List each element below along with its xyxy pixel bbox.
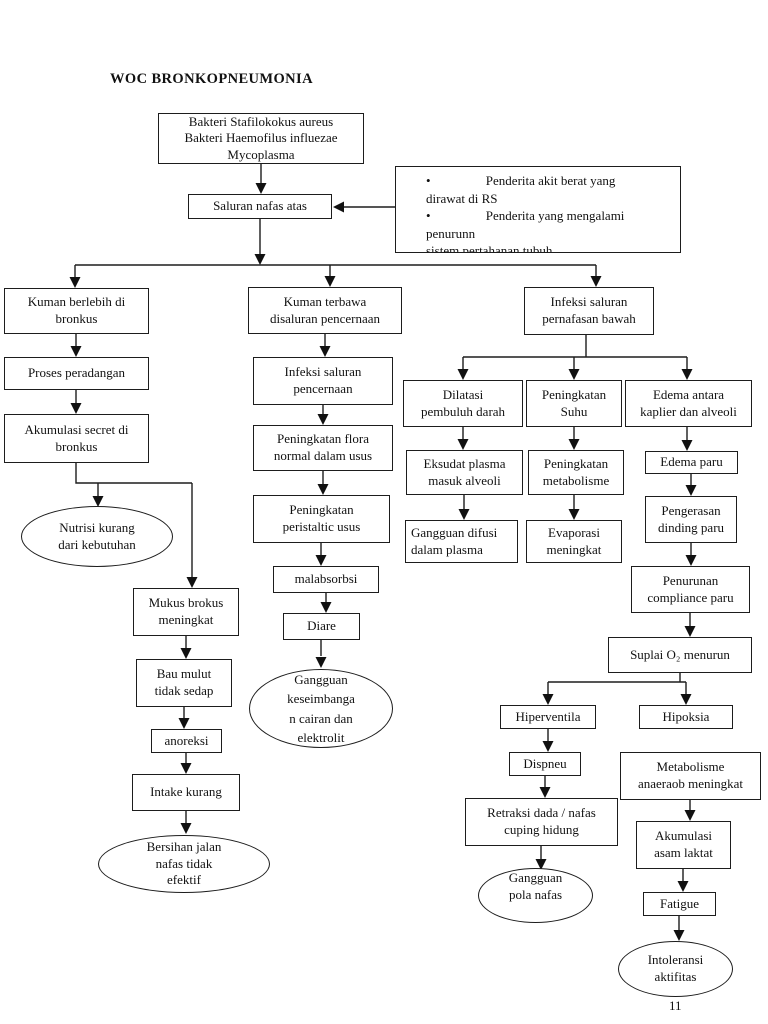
node-intoleransi-aktifitas: Intoleransi aktifitas bbox=[618, 941, 733, 997]
node-nutrisi-kurang: Nutrisi kurang dari kebutuhan bbox=[21, 506, 173, 567]
node-akumulasi-asam-laktat: Akumulasi asam laktat bbox=[636, 821, 731, 869]
gangguan-pola-nafas-label: Gangguan pola nafas bbox=[508, 869, 563, 902]
node-intake-kurang: Intake kurang bbox=[132, 774, 240, 811]
node-malabsorbsi: malabsorbsi bbox=[273, 566, 379, 593]
node-hipoksia: Hipoksia bbox=[639, 705, 733, 729]
node-peningkatan-metabolisme: Peningkatan metabolisme bbox=[528, 450, 624, 495]
node-bakteri: Bakteri Stafilokokus aureus Bakteri Haem… bbox=[158, 113, 364, 164]
node-evaporasi: Evaporasi meningkat bbox=[526, 520, 622, 563]
node-mukus-brokus: Mukus brokus meningkat bbox=[133, 588, 239, 636]
node-diare: Diare bbox=[283, 613, 360, 640]
node-peningkatan-suhu: Peningkatan Suhu bbox=[526, 380, 622, 427]
node-eksudat-plasma: Eksudat plasma masuk alveoli bbox=[406, 450, 523, 495]
node-dilatasi: Dilatasi pembuluh darah bbox=[403, 380, 523, 427]
node-gangguan-keseimbangan: Gangguan keseimbanga n cairan dan elektr… bbox=[249, 669, 393, 748]
node-gangguan-pola-nafas: Gangguan pola nafas bbox=[478, 868, 593, 923]
node-hiperventila: Hiperventila bbox=[500, 705, 596, 729]
node-metabolisme-anaeraob: Metabolisme anaeraob meningkat bbox=[620, 752, 761, 800]
node-pengerasan-dinding: Pengerasan dinding paru bbox=[645, 496, 737, 543]
page-number: 11 bbox=[669, 998, 682, 1013]
node-infeksi-pencernaan: Infeksi saluran pencernaan bbox=[253, 357, 393, 405]
page-title: WOC BRONKOPNEUMONIA bbox=[110, 71, 313, 87]
node-gangguan-difusi: Gangguan difusi dalam plasma bbox=[405, 520, 518, 563]
node-saluran-nafas-atas: Saluran nafas atas bbox=[188, 194, 332, 219]
node-kuman-berlebih-bronkus: Kuman berlebih di bronkus bbox=[4, 288, 149, 334]
node-bersihan-jalan-nafas: Bersihan jalan nafas tidak efektif bbox=[98, 835, 270, 893]
node-penyebab-info: • Penderita akit berat yang dirawat di R… bbox=[395, 166, 681, 253]
node-suplai-o2: Suplai O₂ menurun bbox=[608, 637, 752, 673]
node-proses-peradangan: Proses peradangan bbox=[4, 357, 149, 390]
node-kuman-terbawa-pencernaan: Kuman terbawa disaluran pencernaan bbox=[248, 287, 402, 334]
node-akumulasi-secret: Akumulasi secret di bronkus bbox=[4, 414, 149, 463]
node-edema-antara: Edema antara kaplier dan alveoli bbox=[625, 380, 752, 427]
node-flora-usus: Peningkatan flora normal dalam usus bbox=[253, 425, 393, 471]
node-peristaltic-usus: Peningkatan peristaltic usus bbox=[253, 495, 390, 543]
node-fatigue: Fatigue bbox=[643, 892, 716, 916]
node-penurunan-compliance: Penurunan compliance paru bbox=[631, 566, 750, 613]
node-anoreksi: anoreksi bbox=[151, 729, 222, 753]
node-edema-paru: Edema paru bbox=[645, 451, 738, 474]
node-dispneu: Dispneu bbox=[509, 752, 581, 776]
node-infeksi-pernafasan-bawah: Infeksi saluran pernafasan bawah bbox=[524, 287, 654, 335]
node-bau-mulut: Bau mulut tidak sedap bbox=[136, 659, 232, 707]
node-retraksi-dada: Retraksi dada / nafas cuping hidung bbox=[465, 798, 618, 846]
